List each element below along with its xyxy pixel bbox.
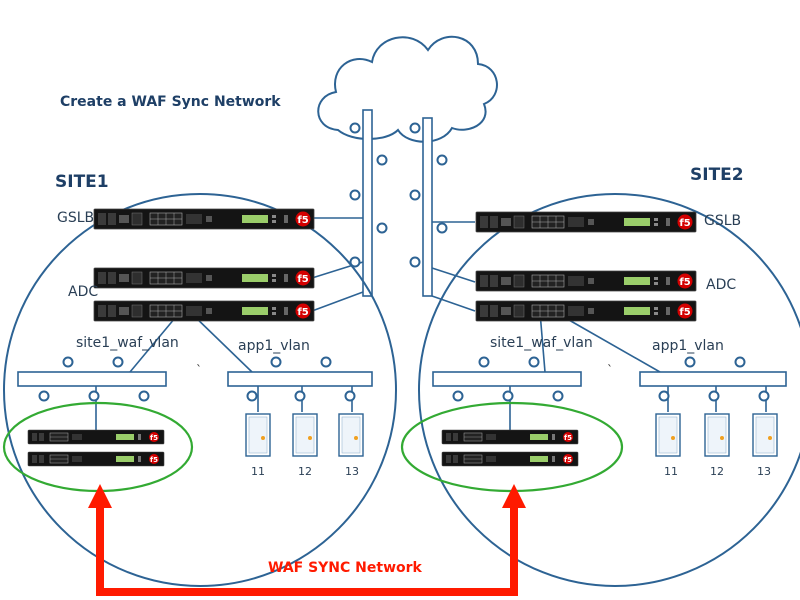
site2-server-label-1: 11 — [664, 465, 678, 478]
site2-waf-device-1 — [441, 429, 579, 445]
site1-gslb-label: GSLB — [57, 210, 94, 226]
site1-adc-device-2 — [93, 300, 315, 322]
waf-sync-arrow-icon — [88, 484, 526, 596]
site1-waf-vlan-bus — [17, 371, 167, 387]
cloud-icon — [317, 35, 498, 143]
site1-server-label-1: 11 — [251, 465, 265, 478]
site1-uplink-trunk — [362, 109, 373, 297]
site1-server-label-3: 13 — [345, 465, 359, 478]
site2-gslb-label: GSLB — [704, 213, 741, 229]
site1-waf-device-2 — [27, 451, 165, 467]
site1-adc-device-1 — [93, 267, 315, 289]
site2-server-icon-1 — [655, 413, 681, 457]
site1-app-vlan-label: app1_vlan — [238, 338, 310, 354]
site2-gslb-device — [475, 211, 697, 233]
port-rings — [38, 122, 770, 402]
site1-boundary — [3, 193, 397, 587]
waf-sync-network-label: WAF SYNC Network — [268, 560, 423, 576]
site2-label: SITE2 — [690, 165, 744, 185]
site1-server-label-2: 12 — [298, 465, 312, 478]
site2-adc-label: ADC — [706, 277, 736, 293]
site1-adc-label: ADC — [68, 284, 98, 300]
diagram-title: Create a WAF Sync Network — [60, 94, 281, 110]
site1-label: SITE1 — [55, 172, 109, 192]
site2-uplink-trunk — [422, 117, 433, 297]
site2-waf-device-2 — [441, 451, 579, 467]
site2-adc-device-1 — [475, 270, 697, 292]
site1-server-icon-2 — [292, 413, 318, 457]
site2-waf-vlan-label: site1_waf_vlan — [490, 335, 593, 351]
site1-waf-device-1 — [27, 429, 165, 445]
site2-app-vlan-bus — [639, 371, 787, 387]
site2-waf-cluster-outline — [400, 401, 624, 493]
site1-app-vlan-bus — [227, 371, 373, 387]
site2-waf-vlan-bus — [432, 371, 582, 387]
site1-server-icon-1 — [245, 413, 271, 457]
site2-boundary — [418, 193, 800, 587]
site1-stray-mark: ` — [196, 363, 202, 377]
site1-gslb-device — [93, 208, 315, 230]
site2-stray-mark: ` — [607, 363, 613, 377]
site2-server-label-3: 13 — [757, 465, 771, 478]
site1-server-icon-3 — [338, 413, 364, 457]
site2-server-icon-2 — [704, 413, 730, 457]
site1-waf-vlan-label: site1_waf_vlan — [76, 335, 179, 351]
site2-app-vlan-label: app1_vlan — [652, 338, 724, 354]
site2-server-icon-3 — [752, 413, 778, 457]
site2-server-label-2: 12 — [710, 465, 724, 478]
site2-adc-device-2 — [475, 300, 697, 322]
site1-waf-cluster-outline — [2, 401, 194, 493]
